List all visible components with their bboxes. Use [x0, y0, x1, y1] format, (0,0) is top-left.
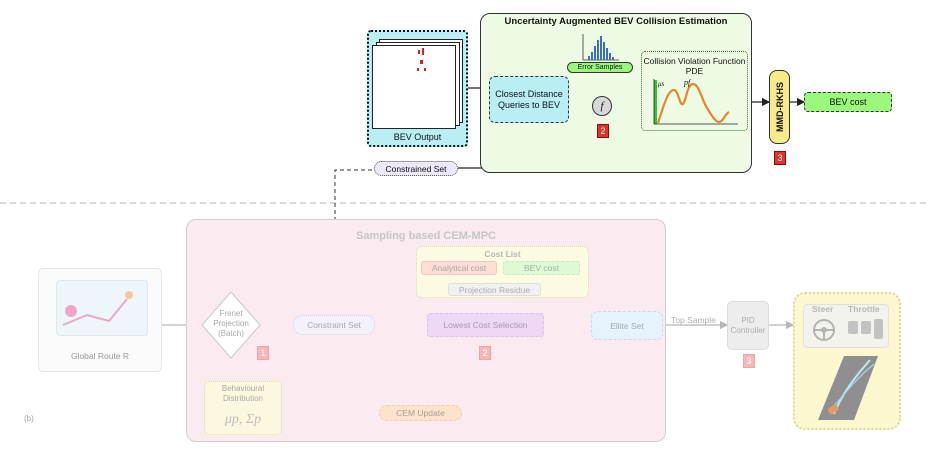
- behavioural-math: μp, Σp: [224, 412, 262, 427]
- pdf-plot: [653, 78, 739, 126]
- pdf-mu-label: μs: [658, 80, 665, 88]
- badge-3-bottom: 3: [743, 354, 755, 368]
- bev-stack-front: [372, 45, 456, 129]
- pid-controller-box: PID Controller: [727, 301, 769, 350]
- bev-output-label: BEV Output: [393, 132, 442, 142]
- error-samples-label: Error Samples: [567, 62, 633, 73]
- behavioural-distribution-label: Behavioural Distribution: [221, 384, 265, 403]
- pdf-title: Collision Violation Function PDE: [643, 56, 746, 76]
- route-map-image: [56, 280, 148, 336]
- badge-3-top: 3: [774, 151, 786, 165]
- panel-tag: (b): [24, 414, 34, 423]
- badge-1-bottom: 1: [257, 346, 269, 360]
- ellite-set-box: Ellite Set: [591, 311, 663, 340]
- road-trajectory-icon: [808, 354, 888, 422]
- badge-2-top: 2: [597, 124, 609, 138]
- mmd-rkhs-label: MMD-RKHS: [774, 82, 785, 132]
- projection-residue-box: Projection Residue: [448, 283, 541, 296]
- dashed-link-constraint: [334, 169, 374, 312]
- pedals-icon: [845, 318, 885, 342]
- pdf-pf-label: pf: [684, 78, 691, 87]
- badge-2-bottom: 2: [479, 346, 491, 360]
- throttle-label: Throttle: [848, 304, 880, 314]
- top-sample-label: Top Sample: [671, 315, 716, 325]
- frenet-projection-label: Frenet Projection (Batch): [213, 309, 249, 338]
- steer-label: Steer: [812, 304, 834, 314]
- bev-occupancy-image: [417, 48, 426, 71]
- pdf-panel: [641, 51, 748, 131]
- constraint-set-box: Constraint Set: [293, 315, 375, 335]
- f-function-node: f: [592, 96, 612, 116]
- global-route-label: Global Route R: [70, 351, 130, 361]
- analytical-cost-box: Analytical cost: [421, 261, 497, 275]
- frenet-projection-node: [200, 290, 262, 360]
- behavioural-distribution-box: [204, 381, 282, 435]
- closest-distance-box: Closest Distance Queries to BEV: [489, 76, 569, 123]
- lowest-cost-box: Lowest Cost Selection: [427, 313, 544, 337]
- constrained-set-box: Constrained Set: [374, 161, 458, 176]
- error-histogram: [582, 32, 620, 62]
- cost-list-title: Cost List: [484, 248, 521, 259]
- cem-update-box: CEM Update: [379, 405, 462, 421]
- uncertainty-title: Uncertainty Augmented BEV Collision Esti…: [504, 15, 728, 27]
- bev-cost-list-box: BEV cost: [503, 261, 580, 275]
- cem-mpc-title: Sampling based CEM-MPC: [356, 230, 496, 242]
- bev-cost-box: BEV cost: [804, 92, 892, 112]
- mmd-rkhs-box: MMD-RKHS: [769, 70, 790, 144]
- steering-wheel-icon: [812, 318, 836, 342]
